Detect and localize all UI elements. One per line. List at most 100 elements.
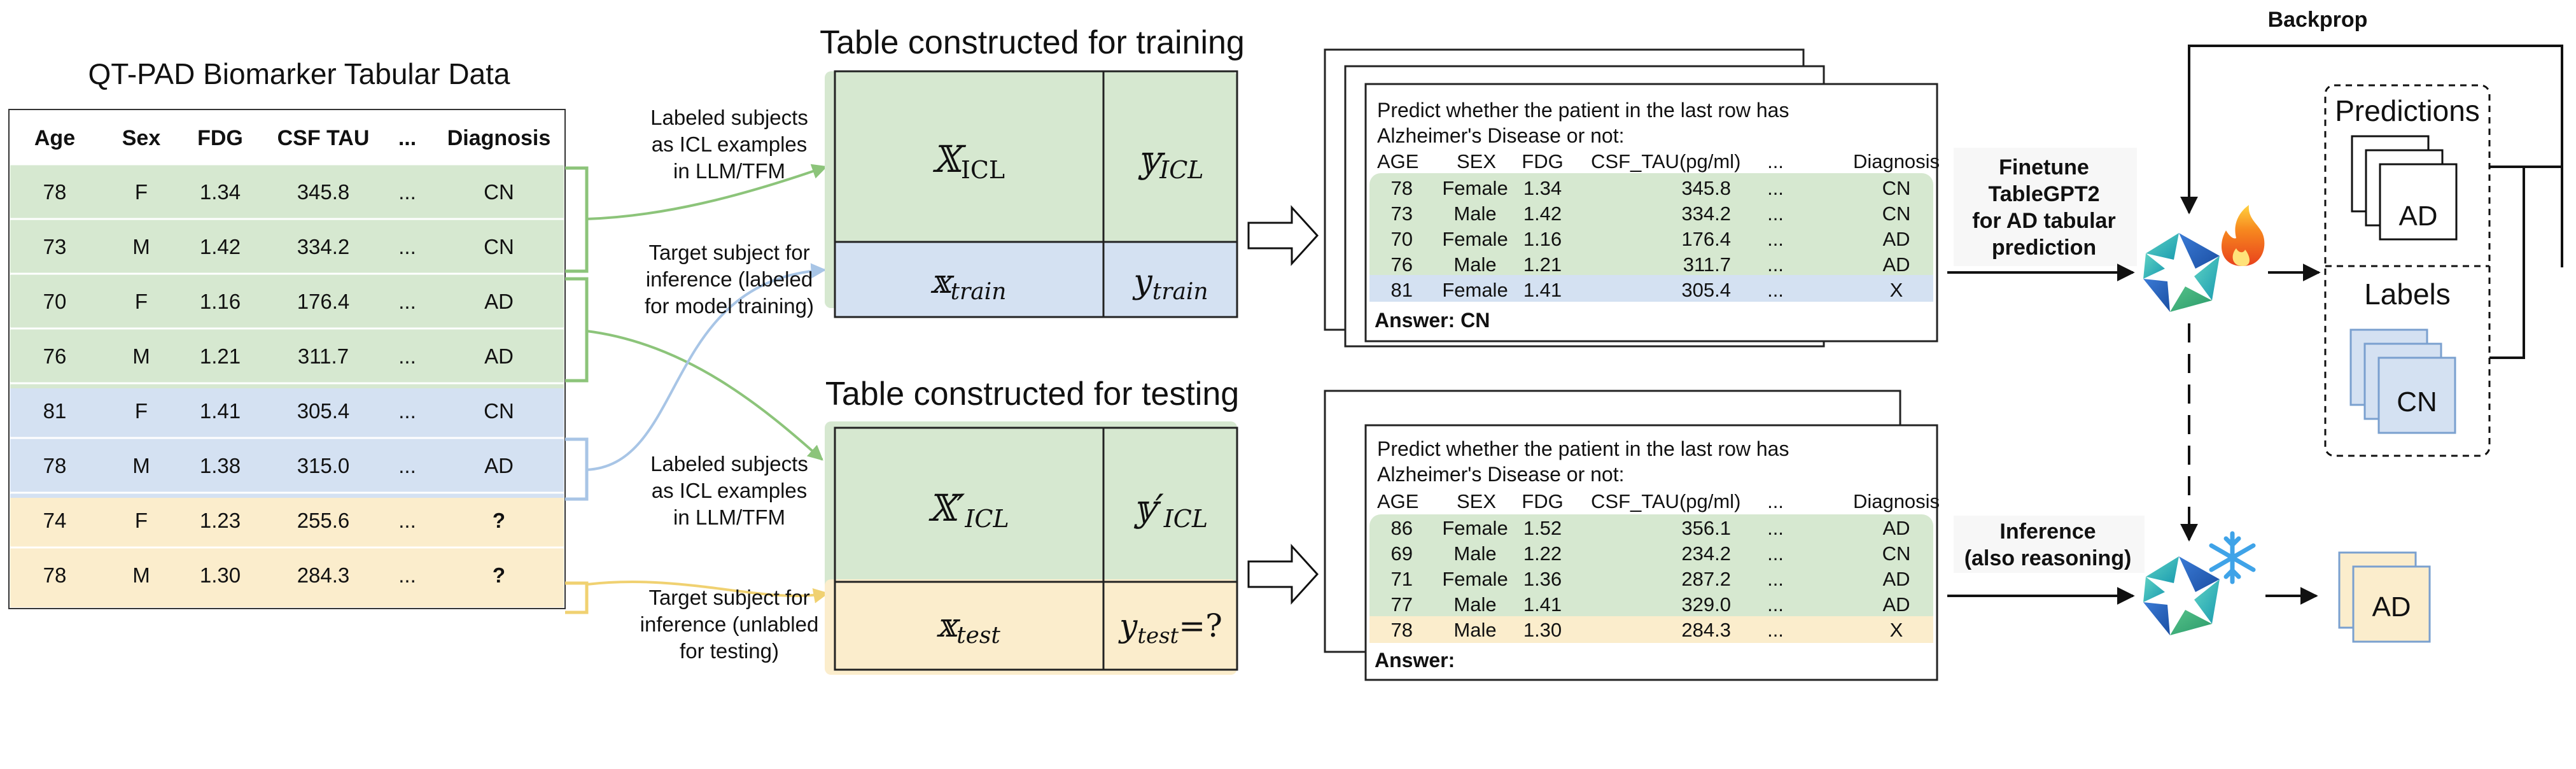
finetune-label-2: TableGPT2 [1988,182,2099,206]
source-target-train-band [10,388,564,498]
prompt-cell: Male [1453,202,1496,225]
prompt-cell: 78 [1391,177,1413,199]
test-prompt-line2: Alzheimer's Disease or not: [1377,463,1624,486]
prompt-cell: ... [1767,593,1784,616]
annotation-target-train-2: inference (labeled [646,267,813,291]
prompt-cell: 69 [1391,542,1413,565]
prompt-cell: ... [1767,202,1784,225]
source-table-cell: 78 [43,454,67,477]
final-output-value: AD [2372,591,2411,623]
train-y-icl-sub: ICL [1159,156,1203,184]
prompt-cell: X [1890,619,1903,641]
inference-label-1: Inference [1999,519,2096,544]
prompt-cell: 345.8 [1681,177,1731,199]
svg-text:𝕏ICL: 𝕏ICL [932,138,1005,184]
source-table-cell: 334.2 [297,235,350,258]
prompt-cell: 81 [1391,279,1413,301]
prompt-cell: ... [1767,228,1784,250]
source-table-cell: 78 [43,180,67,204]
svg-text:𝕩train: 𝕩train [931,263,1007,305]
source-table-cell: ? [493,509,505,532]
prompt-cell: ... [1767,177,1784,199]
prompt-cell: 1.34 [1523,177,1562,199]
prompt-cell: Male [1453,253,1496,276]
label-stack [2349,328,2456,434]
prompt-header-cell: ... [1767,490,1784,512]
prompt-cell: 78 [1391,619,1413,641]
annotation-target-train-3: for model training) [645,294,814,318]
source-table-cell: 255.6 [297,509,350,532]
prompt-header-cell: SEX [1457,150,1496,173]
train-y-row-sub: train [1152,279,1208,305]
prompt-header-cell: CSF_TAU(pg/ml) [1591,490,1740,512]
prompt-header-cell: Diagnosis [1853,490,1940,512]
train-prompt-line2: Alzheimer's Disease or not: [1377,124,1624,147]
source-table-cell: 1.16 [200,290,241,313]
train-prompt-answer: Answer: CN [1375,309,1490,332]
train-x-row-sub: train [951,279,1007,305]
test-x-row-sub: test [956,623,1000,649]
test-x-icl-sub: ICL [964,505,1009,533]
source-table-cell: 315.0 [297,454,350,477]
prompt-cell: X [1890,279,1903,301]
final-output-stack [2338,551,2431,643]
source-table-cell: 1.34 [200,180,241,204]
prompt-cell: ... [1767,619,1784,641]
backprop-link [2489,166,2562,359]
train-table: 𝕏ICL 𝕪ICL 𝕩train ytrain [825,70,1238,318]
test-prompt-card: Predict whether the patient in the last … [1324,390,1940,681]
prompt-cell: ... [1767,279,1784,301]
annotation-target-test-3: for testing) [680,639,779,663]
prompt-header-cell: SEX [1457,490,1496,512]
test-x-icl: 𝕏′ [928,486,965,530]
prompt-cell: 1.42 [1523,202,1562,225]
svg-text:𝕪ICL: 𝕪ICL [1137,138,1203,184]
train-table-title: Table constructed for training [820,24,1245,61]
source-table-cell: ... [398,563,416,587]
train-prompt-card: Predict whether the patient in the last … [1324,48,1940,348]
prompt-cell: 234.2 [1681,542,1731,565]
prompt-cell: 287.2 [1681,568,1731,590]
prompt-cell: CN [1882,177,1911,199]
source-table-cell: ... [398,454,416,477]
annotation-icl-test-1: Labeled subjects [650,452,808,476]
prompt-cell: ... [1767,517,1784,539]
source-table-title: QT-PAD Biomarker Tabular Data [88,57,510,90]
outputs-box [2324,84,2491,457]
source-table-header-cell: Sex [122,126,161,150]
test-table-title: Table constructed for testing [825,376,1239,413]
prompt-cell: ... [1767,568,1784,590]
test-y-row-sub: test [1137,623,1179,649]
annotation-target-train-1: Target subject for [648,241,809,264]
prompt-cell: 334.2 [1681,202,1731,225]
finetune-label-1: Finetune [1999,155,2089,180]
bracket-icl-train [565,166,589,614]
source-table-cell: ... [398,290,416,313]
prompt-header-cell: Diagnosis [1853,150,1940,173]
prompt-cell: 77 [1391,593,1413,616]
prompt-header-cell: AGE [1377,150,1418,173]
prompt-cell: AD [1882,228,1910,250]
annotation-target-test-2: inference (unlabled [640,612,819,636]
prompt-cell: 70 [1391,228,1413,250]
source-table-cell: M [132,454,150,477]
arrow-backprop [2180,45,2563,267]
source-table-cell: 176.4 [297,290,350,313]
source-table-cell: 1.30 [200,563,241,587]
predictions-label: Predictions [2335,94,2480,127]
source-table-cell: F [135,399,148,423]
svg-text:ytrain: ytrain [1132,263,1208,305]
prompt-cell: 1.30 [1523,619,1562,641]
source-icl-train-band [10,164,564,388]
source-table-cell: 70 [43,290,67,313]
source-table-header-cell: Age [34,126,75,150]
block-arrow-train [1247,205,1319,266]
source-table-cell: 345.8 [297,180,350,204]
prompt-cell: Female [1442,517,1508,539]
prediction-value: AD [2398,201,2437,232]
source-table-cell: 311.7 [298,344,349,368]
train-prompt-line1: Predict whether the patient in the last … [1377,99,1789,122]
test-table: 𝕏′ICL 𝕪′ICL 𝕩test ytest=? [825,421,1238,675]
